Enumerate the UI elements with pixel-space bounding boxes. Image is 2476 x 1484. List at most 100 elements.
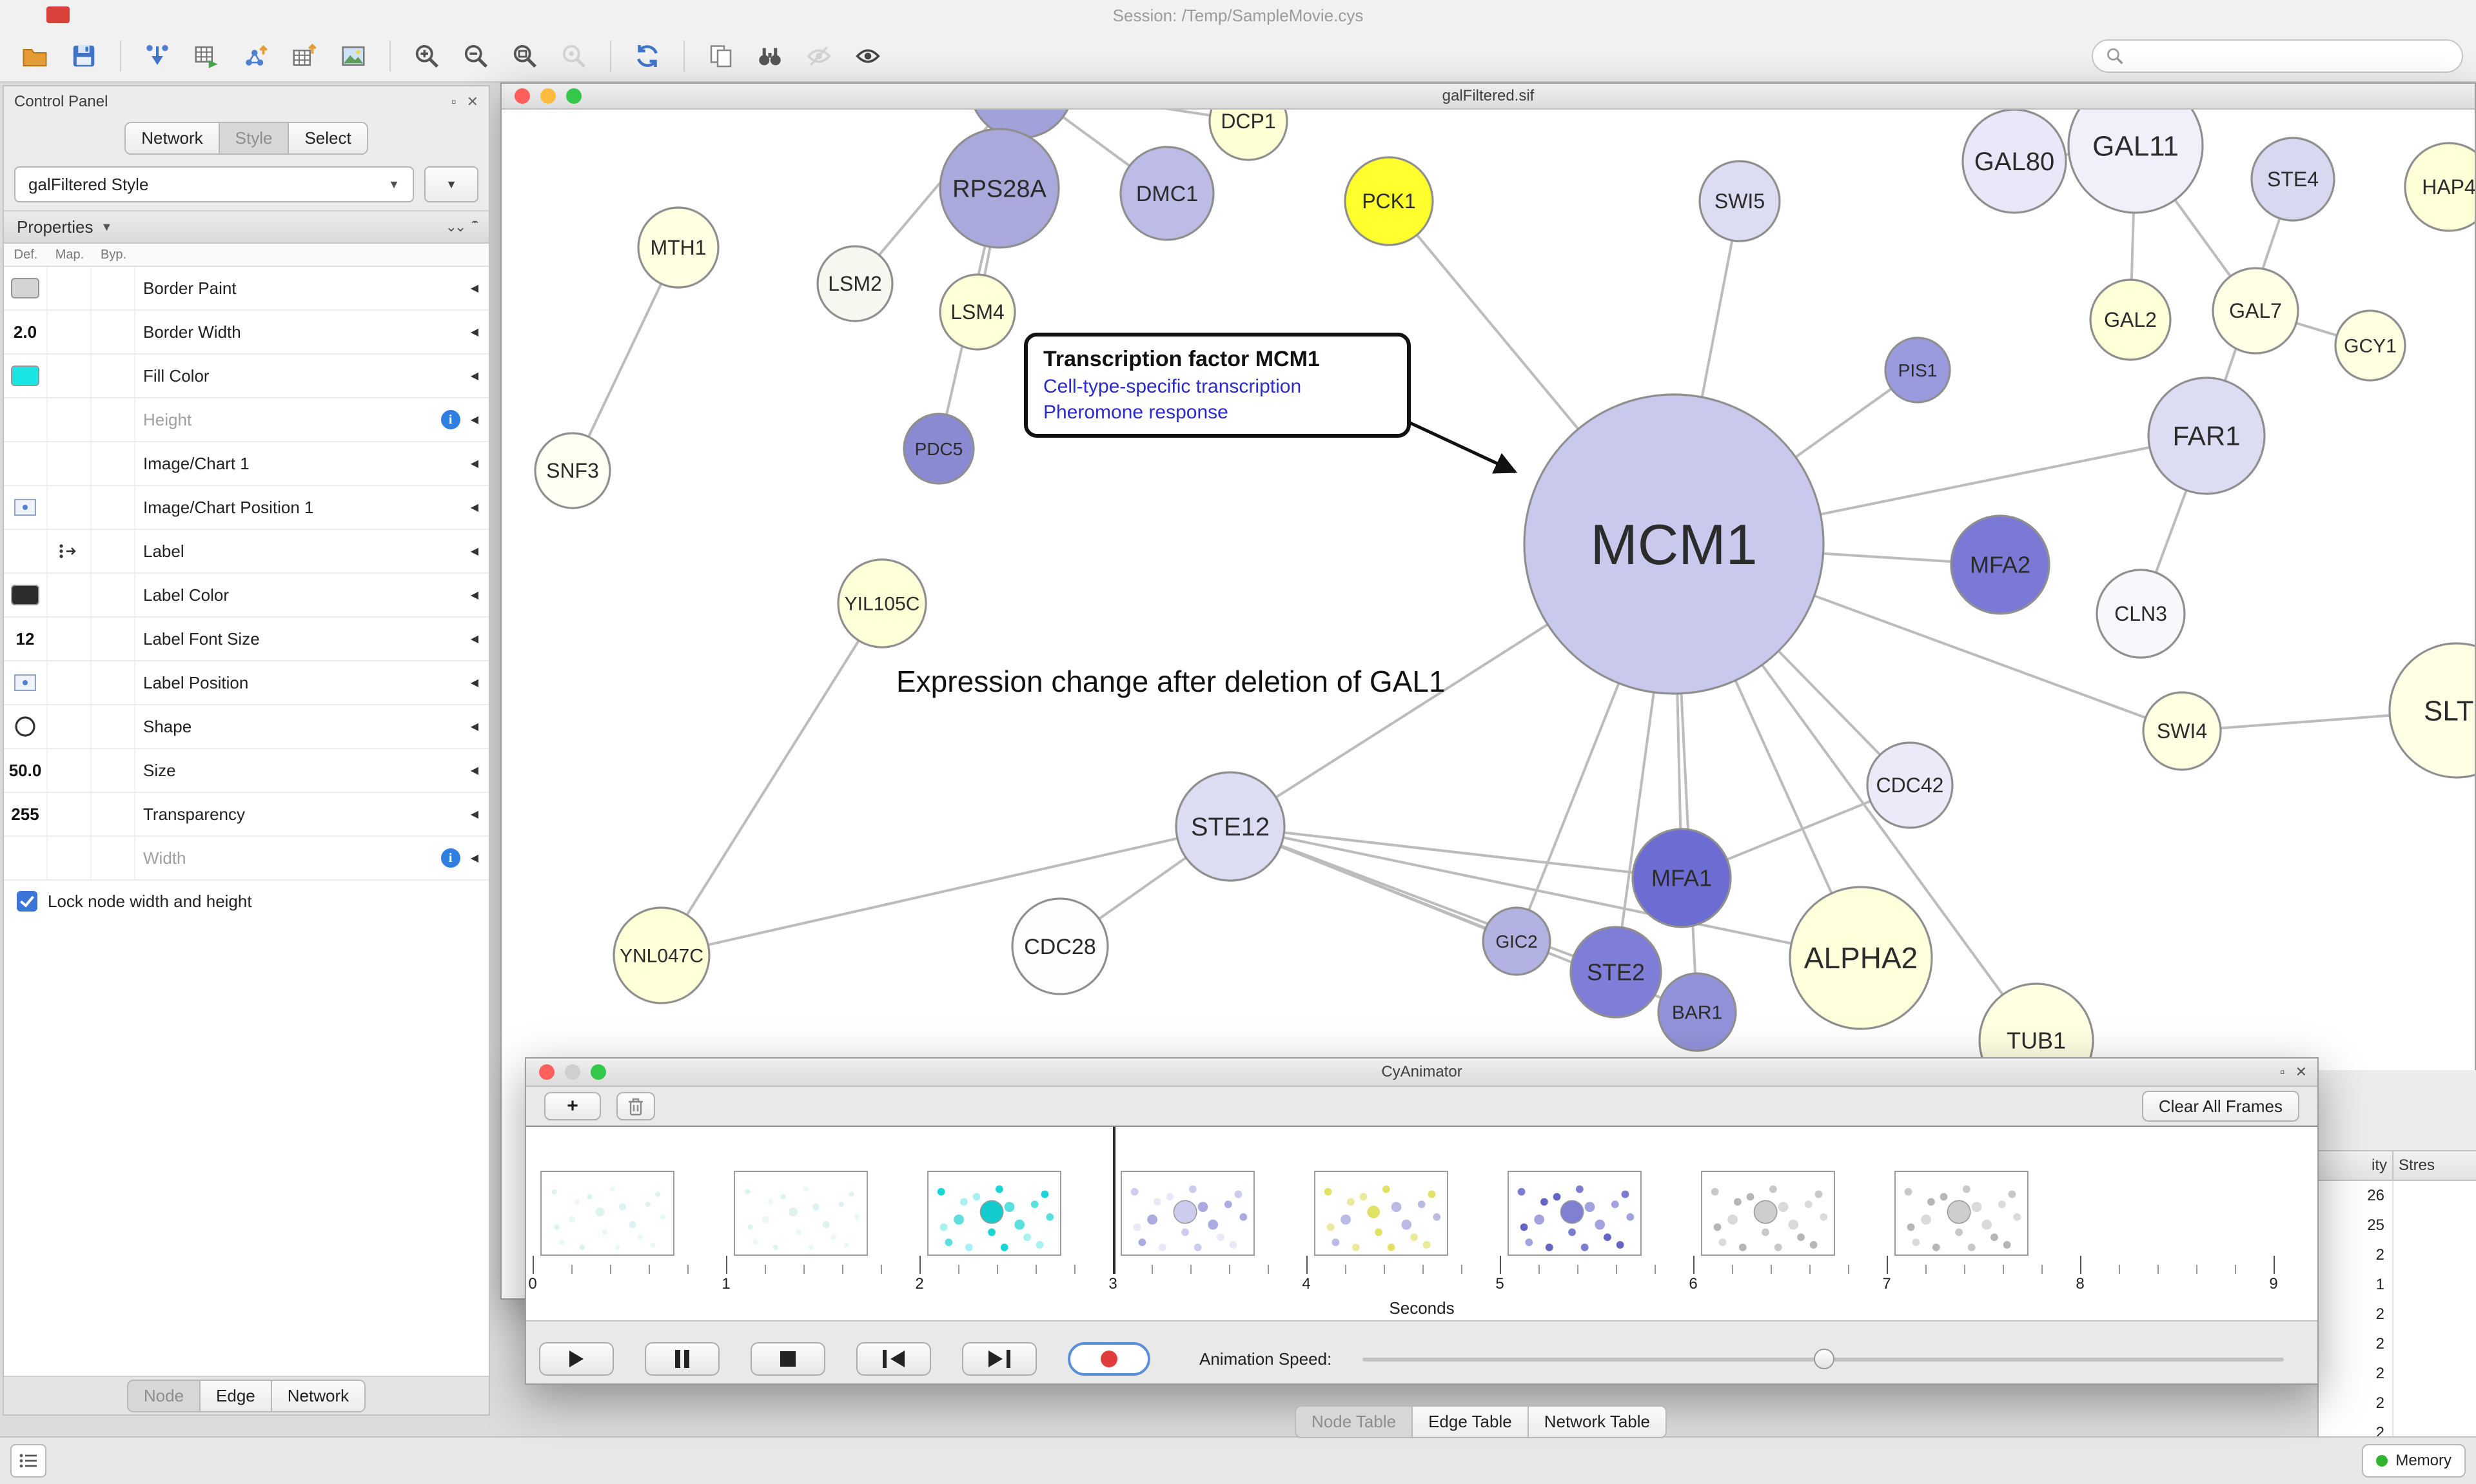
table-row[interactable]: 2 [2319,1418,2476,1436]
network-edge[interactable] [571,247,680,471]
expand-arrow-icon[interactable]: ◀ [470,502,478,513]
table-tab-node-table[interactable]: Node Table [1295,1405,1413,1438]
expand-arrow-icon[interactable]: ◀ [470,546,478,557]
import-network-button[interactable] [135,37,179,75]
expand-arrow-icon[interactable]: ◀ [470,721,478,732]
close-frame-icon[interactable]: ✕ [2295,1064,2307,1080]
skip-start-button[interactable] [856,1342,931,1376]
frame-thumbnail[interactable] [734,1171,868,1256]
table-row[interactable]: 25 [2319,1211,2476,1240]
bypass-cell[interactable] [92,837,135,879]
table-row[interactable]: 26 [2319,1181,2476,1211]
table-row[interactable]: 2 [2319,1300,2476,1329]
table-tab-edge-table[interactable]: Edge Table [1413,1405,1529,1438]
bypass-cell[interactable] [92,267,135,309]
search-box[interactable] [2092,39,2463,73]
network-node-cln3[interactable]: CLN3 [2096,569,2186,659]
current-style-combo[interactable]: galFiltered Style ▼ [14,166,414,202]
default-value-cell[interactable] [4,574,48,616]
pause-button[interactable] [645,1342,720,1376]
mapping-cell[interactable] [48,793,92,835]
cyanimator-titlebar[interactable]: CyAnimator ▫ ✕ [526,1059,2317,1087]
zoom-window-icon[interactable] [591,1064,606,1080]
network-node-pdc5[interactable]: PDC5 [903,413,975,485]
network-node-ynl047c[interactable]: YNL047C [613,906,711,1004]
status-menu-button[interactable] [10,1444,46,1478]
network-node-gal80[interactable]: GAL80 [1961,110,2067,214]
bypass-cell[interactable] [92,486,135,529]
network-node-alpha2[interactable]: ALPHA2 [1789,886,1933,1030]
frame-thumbnail[interactable] [1314,1171,1448,1256]
zoom-out-button[interactable] [454,37,498,75]
bypass-cell[interactable] [92,749,135,792]
expand-arrow-icon[interactable]: ◀ [470,809,478,820]
property-row-border-paint[interactable]: Border Paint◀ [4,267,489,311]
zoom-selected-button[interactable] [552,37,596,75]
default-value-cell[interactable]: 2.0 [4,311,48,353]
save-session-button[interactable] [62,37,106,75]
annotation-box[interactable]: Transcription factor MCM1 Cell-type-spec… [1024,333,1411,438]
network-node-gic2[interactable]: GIC2 [1482,906,1551,976]
clear-all-frames-button[interactable]: Clear All Frames [2141,1091,2299,1122]
network-node-ste12[interactable]: STE12 [1175,771,1286,882]
table-row[interactable]: 2 [2319,1240,2476,1270]
default-value-cell[interactable]: 50.0 [4,749,48,792]
export-image-button[interactable] [331,37,375,75]
show-all-button[interactable] [846,37,890,75]
default-value-cell[interactable] [4,267,48,309]
panel-tab-network[interactable]: Network [271,1379,366,1412]
property-row-image-chart-1[interactable]: Image/Chart 1◀ [4,442,489,486]
mapping-cell[interactable] [48,574,92,616]
column-header[interactable]: Stres [2399,1157,2435,1174]
expand-arrow-icon[interactable]: ◀ [470,327,478,338]
network-node-dcp1[interactable]: DCP1 [1208,110,1288,161]
annotation-link[interactable]: Pheromone response [1043,402,1228,423]
network-edge[interactable] [1230,825,1862,959]
bypass-cell[interactable] [92,398,135,441]
export-table-button[interactable] [282,37,326,75]
bypass-cell[interactable] [92,311,135,353]
zoom-window-icon[interactable] [566,88,582,104]
default-value-cell[interactable] [4,355,48,397]
mapping-cell[interactable] [48,705,92,748]
stop-button[interactable] [751,1342,825,1376]
default-value-cell[interactable] [4,398,48,441]
mapping-cell[interactable] [48,486,92,529]
mapping-cell[interactable] [48,749,92,792]
play-button[interactable] [539,1342,614,1376]
network-node-mth1[interactable]: MTH1 [637,206,720,289]
network-node-gal7[interactable]: GAL7 [2212,267,2299,355]
expand-arrow-icon[interactable]: ◀ [470,371,478,382]
playhead[interactable] [1113,1127,1115,1274]
network-node-bar1[interactable]: BAR1 [1657,972,1737,1052]
network-node-mfa2[interactable]: MFA2 [1950,514,2050,615]
mapping-cell[interactable] [48,661,92,704]
zoom-in-button[interactable] [405,37,449,75]
network-edge[interactable] [660,602,883,957]
network-node-rps28a[interactable]: RPS28A [939,128,1060,249]
network-node-slt2[interactable]: SLT2 [2388,642,2475,779]
close-window-icon[interactable] [515,88,530,104]
copy-button[interactable] [699,37,743,75]
apply-layout-button[interactable] [625,37,669,75]
column-header[interactable]: ity [2319,1151,2393,1180]
bypass-cell[interactable] [92,530,135,572]
export-network-button[interactable] [233,37,277,75]
default-value-cell[interactable] [4,837,48,879]
default-value-cell[interactable] [4,486,48,529]
frame-thumbnail[interactable] [1508,1171,1642,1256]
expand-arrow-icon[interactable]: ◀ [470,283,478,294]
tab-style[interactable]: Style [219,121,290,155]
table-row[interactable]: 2 [2319,1389,2476,1418]
network-node-far1[interactable]: FAR1 [2147,376,2266,495]
bypass-cell[interactable] [92,574,135,616]
first-neighbors-button[interactable] [748,37,792,75]
bypass-cell[interactable] [92,618,135,660]
frame-thumbnail[interactable] [927,1171,1061,1256]
network-node-pck1[interactable]: PCK1 [1344,156,1434,246]
